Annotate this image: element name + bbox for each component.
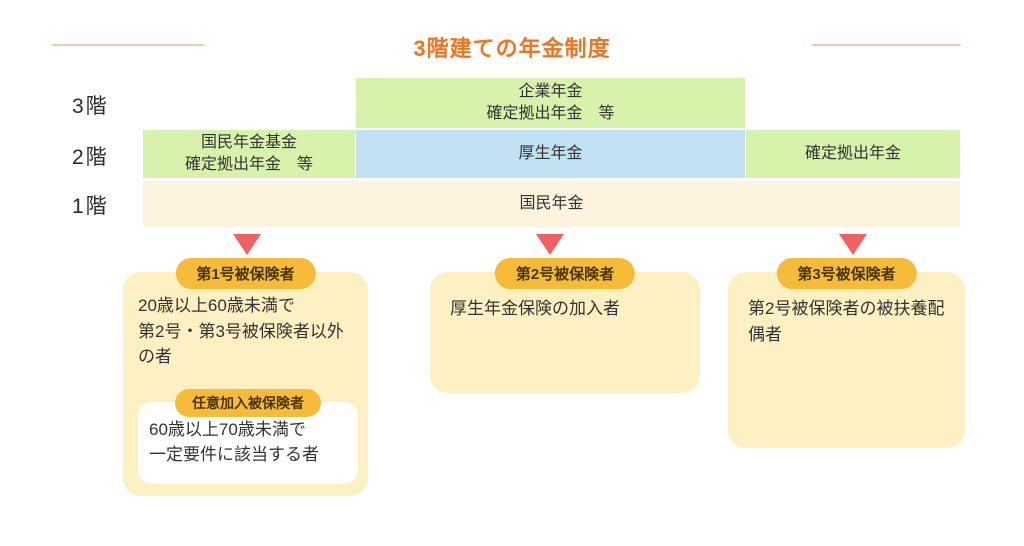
floor-label-2: 2階 (72, 146, 109, 169)
down-arrow-icon-2 (536, 234, 564, 255)
insured-badge-1: 第1号被保険者 (175, 258, 316, 289)
insured-text-3: 第2号被保険者の被扶養配偶者 (748, 299, 945, 344)
box-corporate-pension: 企業年金 確定拠出年金 等 (356, 78, 745, 128)
down-arrow-icon-1 (233, 234, 261, 255)
voluntary-insured-text: 60歳以上70歳未満で 一定要件に該当する者 (149, 420, 319, 464)
box-defined-contribution: 確定拠出年金 (746, 130, 960, 178)
down-arrow-icon-3 (839, 234, 867, 255)
insured-card-1: 第1号被保険者 20歳以上60歳未満で 第2号・第3号被保険者以外の者 任意加入… (123, 258, 368, 496)
floor-label-1: 1階 (72, 195, 109, 218)
box-employees-pension: 厚生年金 (356, 130, 745, 178)
insured-badge-3: 第3号被保険者 (776, 258, 917, 289)
voluntary-insured-badge: 任意加入被保険者 (175, 389, 321, 417)
insured-card-2: 第2号被保険者 厚生年金保険の加入者 (430, 258, 700, 393)
insured-badge-2: 第2号被保険者 (494, 258, 636, 289)
insured-text-2: 厚生年金保険の加入者 (450, 299, 620, 318)
floor-label-3: 3階 (72, 95, 109, 118)
title-divider-left (52, 44, 205, 46)
box-national-pension: 国民年金 (143, 181, 960, 227)
page-title: 3階建ての年金制度 (413, 36, 611, 61)
voluntary-insured-subcard: 任意加入被保険者 60歳以上70歳未満で 一定要件に該当する者 (138, 389, 358, 484)
insured-card-3: 第3号被保険者 第2号被保険者の被扶養配偶者 (728, 258, 965, 448)
box-national-pension-fund: 国民年金基金 確定拠出年金 等 (143, 130, 355, 178)
title-divider-right (812, 44, 961, 46)
insured-text-1: 20歳以上60歳未満で 第2号・第3号被保険者以外の者 (138, 296, 344, 366)
